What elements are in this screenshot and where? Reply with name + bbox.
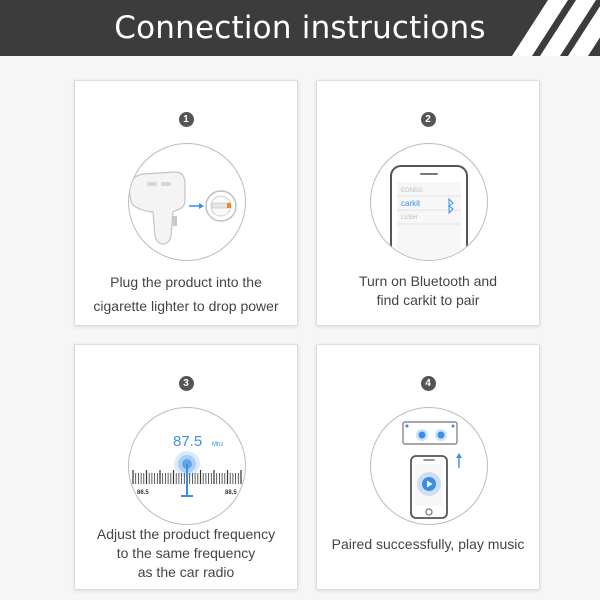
- bluetooth-icon: [448, 197, 454, 215]
- caption-line: as the car radio: [137, 564, 235, 580]
- page-title: Connection instructions: [114, 10, 486, 46]
- step-number-badge: 3: [178, 376, 194, 391]
- step-number-badge: 1: [178, 112, 194, 127]
- phone-play-music-icon: [370, 407, 488, 525]
- scale-max-label: 88.5: [225, 490, 237, 496]
- tuning-scale: [132, 470, 242, 484]
- diagonal-stripes-decoration: [512, 0, 600, 56]
- step-caption: Turn on Bluetooth and find carkit to pai…: [325, 272, 531, 310]
- step-card-1: 1 Plug the product into the cigarette li…: [74, 80, 298, 326]
- step-card-2: 2 EONEG carkit LUSH Turn on Bluetooth an…: [316, 80, 540, 326]
- car-charger-plug-icon: [128, 143, 246, 261]
- scale-min-label: 86.5: [137, 490, 149, 496]
- caption-line: Turn on Bluetooth and: [358, 273, 498, 289]
- device-list-item-carkit: carkit: [401, 199, 421, 208]
- step-caption: Adjust the product frequency to the same…: [83, 525, 289, 582]
- caption-line: cigarette lighter to drop power: [93, 298, 279, 314]
- caption-line: to the same frequency: [116, 545, 256, 561]
- device-list-item: LUSH: [401, 215, 417, 221]
- caption-line: Paired successfully, play music: [331, 536, 525, 552]
- step-number-badge: 2: [420, 112, 436, 127]
- caption-line: find carkit to pair: [376, 292, 480, 308]
- step-card-4: 4 Paired successfully, play music: [316, 344, 540, 590]
- phone-bluetooth-list-icon: EONEG carkit LUSH: [370, 143, 488, 261]
- frequency-readout: 87.5: [173, 433, 202, 450]
- play-icon: [427, 480, 433, 488]
- step-caption: Paired successfully, play music: [325, 535, 531, 554]
- frequency-unit: Mhz: [212, 442, 223, 448]
- step-caption: Plug the product into the cigarette ligh…: [83, 270, 289, 318]
- step-card-3: 3 87.5 Mhz 86.5 88.5 Adjust the product …: [74, 344, 298, 590]
- caption-line: Plug the product into the: [110, 274, 262, 290]
- caption-line: Adjust the product frequency: [96, 526, 276, 542]
- header-banner: Connection instructions: [0, 0, 600, 56]
- step-number-badge: 4: [420, 376, 436, 391]
- device-list-item: EONEG: [401, 188, 423, 194]
- radio-dial-icon: 87.5 Mhz 86.5 88.5: [128, 407, 246, 525]
